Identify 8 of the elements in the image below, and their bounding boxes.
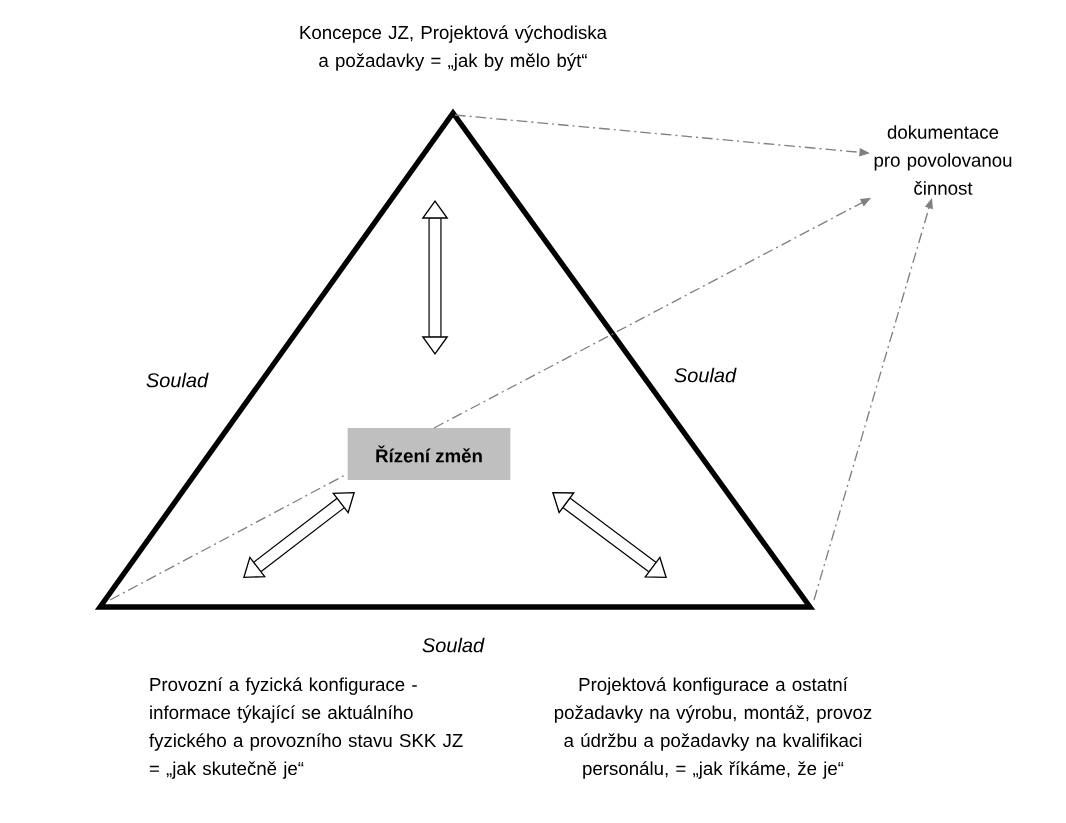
corner-text: Provozní a fyzická konfigurace - informace týkající se aktuálního fyzického a provozního stavu SKK JZ = „jak skutečně je“ [149, 677, 463, 779]
corner-text: Koncepce JZ, Projektová východiska a požadavky = „jak by mělo být“ [300, 25, 608, 71]
process-box: Řízení změn [347, 428, 511, 480]
side-label: Soulad [146, 372, 209, 388]
corner-text: Projektová konfigurace a ostatní požadavky na výrobu, montáž, provoz a údržbu a požadavky na kvalifikaci personálu, = „jak říkáme, že je“ [554, 677, 872, 779]
side-label: Soulad [422, 637, 485, 653]
side-label: Soulad [674, 367, 737, 383]
document-text: dokumentace pro povolovanou činnost [874, 125, 1012, 195]
